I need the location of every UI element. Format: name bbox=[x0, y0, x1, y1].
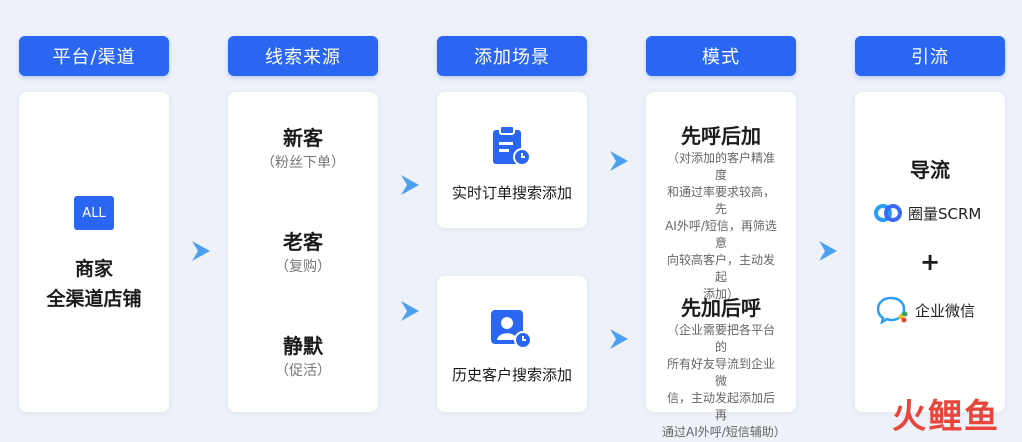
source-old-title: 老客 bbox=[283, 230, 323, 254]
lead-source-card: 新客 （粉丝下单） 老客 （复购） 静默 （促活） bbox=[228, 92, 378, 412]
arrow-right-icon bbox=[610, 151, 628, 171]
traffic-card: 导流 圈量SCRM + 企业微信 bbox=[855, 92, 1005, 412]
mode-call-first-desc: （对添加的客户精准度 和通过率要求较高，先 AI外呼/短信，再筛选意 向较高客户… bbox=[646, 150, 796, 303]
mode-call-first-desc-line: （对添加的客户精准度 bbox=[666, 151, 775, 182]
mode-add-first-title: 先加后呼 bbox=[681, 296, 761, 320]
mode-call-first-desc-line: 和通过率要求较高，先 bbox=[666, 185, 775, 216]
person-history-icon bbox=[491, 310, 532, 349]
source-new-sub: （粉丝下单） bbox=[261, 155, 345, 171]
mode-call-first-desc-line: 添加） bbox=[702, 287, 739, 301]
header-mode: 模式 bbox=[646, 36, 796, 76]
all-badge-icon: ALL bbox=[74, 196, 114, 230]
mode-add-first-desc: （企业需要把各平台的 所有好友导流到企业微 信，主动发起添加后再 通过AI外呼/… bbox=[646, 322, 796, 441]
wecom-label: 企业微信 bbox=[915, 301, 976, 320]
arrow-right-icon bbox=[192, 241, 210, 261]
header-lead-source: 线索来源 bbox=[228, 36, 378, 76]
scrm-logo-icon bbox=[874, 204, 902, 222]
scene-realtime-card: 实时订单搜索添加 bbox=[437, 92, 587, 228]
scrm-label: 圈量SCRM bbox=[908, 204, 982, 223]
all-badge-label: ALL bbox=[82, 205, 106, 221]
mode-add-first-desc-line: 所有好友导流到企业微 bbox=[666, 357, 775, 388]
source-old-sub: （复购） bbox=[275, 259, 331, 275]
traffic-title: 导流 bbox=[910, 158, 950, 182]
platform-line1: 商家 bbox=[74, 258, 113, 280]
mode-call-first-desc-line: AI外呼/短信，再筛选意 bbox=[665, 219, 777, 250]
plus-sign: + bbox=[919, 248, 941, 276]
scrm-brand: 圈量SCRM bbox=[873, 202, 981, 224]
mode-add-first-desc-line: 信，主动发起添加后再 bbox=[666, 391, 775, 422]
arrow-right-icon bbox=[401, 175, 419, 195]
arrow-right-icon bbox=[610, 329, 628, 349]
header-platform: 平台/渠道 bbox=[19, 36, 169, 76]
scene-history-label: 历史客户搜索添加 bbox=[451, 366, 572, 384]
platform-card: ALL 商家 全渠道店铺 bbox=[19, 92, 169, 412]
wecom-logo-icon bbox=[877, 296, 908, 324]
source-silent-title: 静默 bbox=[283, 334, 323, 358]
watermark-logo: 火鲤鱼 bbox=[892, 397, 1000, 437]
source-silent-sub: （促活） bbox=[275, 363, 331, 379]
mode-call-first-title: 先呼后加 bbox=[681, 124, 761, 148]
scene-realtime-label: 实时订单搜索添加 bbox=[451, 184, 572, 202]
mode-call-first-desc-line: 向较高客户，主动发起 bbox=[666, 253, 775, 284]
header-add-scene: 添加场景 bbox=[437, 36, 587, 76]
mode-add-first-desc-line: （企业需要把各平台的 bbox=[666, 323, 775, 354]
scene-history-card: 历史客户搜索添加 bbox=[437, 276, 587, 412]
header-traffic: 引流 bbox=[855, 36, 1005, 76]
wecom-brand: 企业微信 bbox=[877, 296, 975, 324]
mode-add-first-desc-line: 通过AI外呼/短信辅助） bbox=[662, 425, 786, 439]
clipboard-clock-icon bbox=[493, 125, 531, 166]
source-new-title: 新客 bbox=[283, 126, 323, 150]
platform-line2: 全渠道店铺 bbox=[46, 288, 142, 310]
arrow-right-icon bbox=[819, 241, 837, 261]
arrow-right-icon bbox=[401, 301, 419, 321]
mode-card: 先呼后加 （对添加的客户精准度 和通过率要求较高，先 AI外呼/短信，再筛选意 … bbox=[646, 92, 796, 439]
